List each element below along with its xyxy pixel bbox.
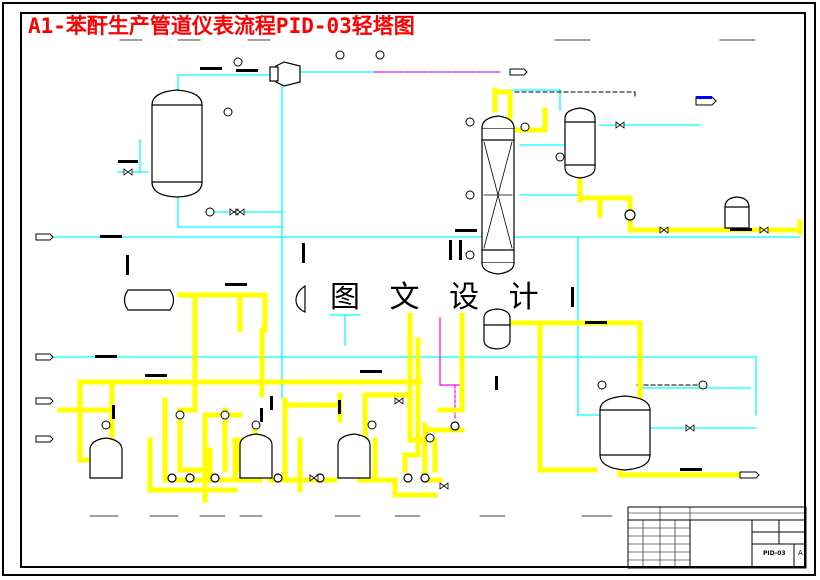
drawing-title: A1-苯酐生产管道仪表流程PID-03轻塔图	[28, 14, 415, 38]
instrument-pi-6-icon	[175, 410, 185, 420]
line-tags	[95, 67, 752, 471]
condenser-e301-icon	[564, 107, 596, 179]
pump-p306-icon	[403, 473, 413, 483]
pump-p309-icon	[450, 421, 460, 431]
title-block	[627, 506, 807, 569]
instrument-pi-7-icon	[220, 410, 230, 420]
instrument-ti-3-icon	[465, 190, 475, 200]
compressor-icon	[275, 61, 301, 87]
limit-arrow-in-3	[35, 397, 54, 405]
limit-arrow-out-1	[509, 68, 528, 76]
title-block-drawing-number: PID-03	[763, 550, 786, 557]
reactor-r301-icon	[89, 437, 123, 479]
valves	[123, 121, 769, 490]
motor-icon	[269, 66, 279, 82]
vessel-v101-icon	[151, 89, 203, 198]
equipment-shapes	[89, 61, 750, 483]
battery-limits	[35, 68, 760, 479]
pump-p307-icon	[420, 473, 430, 483]
seal-pot-icon	[295, 284, 306, 313]
instrument-ti-1-icon	[375, 50, 385, 60]
title-block-sheet: A	[798, 549, 803, 557]
pump-p302-icon	[185, 473, 195, 483]
pump-p308-icon	[624, 209, 636, 221]
limit-arrow-in-4	[35, 435, 54, 443]
drawing-frame	[20, 12, 806, 568]
watermark: 图 文 设 计	[330, 280, 549, 315]
limit-arrow-out-3	[739, 471, 760, 479]
instrument-pi-5-icon	[101, 420, 111, 430]
instrument-li-1-icon	[555, 152, 565, 162]
signal-lines	[514, 91, 701, 386]
limit-arrow-in-2	[35, 353, 54, 361]
instrument-ti-2-icon	[465, 117, 475, 127]
pump-p303-icon	[210, 473, 220, 483]
pump-p301-icon	[167, 473, 177, 483]
instrument-pi-8-icon	[251, 420, 261, 430]
dashed-lines	[374, 71, 501, 419]
instrument-pi-2-icon	[335, 50, 345, 60]
pump-p304-icon	[273, 473, 283, 483]
instrument-pi-9-icon	[367, 420, 377, 430]
limit-arrow-in-1	[35, 233, 54, 241]
instrument-ti-4-icon	[465, 250, 475, 260]
instrument-pi-4-icon	[520, 122, 530, 132]
instrument-pi-10-icon	[425, 433, 435, 443]
instrument-li-2-icon	[698, 380, 708, 390]
tank-v305-icon	[724, 196, 750, 229]
instrument-fic-1-icon	[205, 207, 215, 217]
reboiler-icon	[483, 308, 511, 350]
equipment-label-lines	[89, 39, 756, 517]
instrument-pi-1-icon	[233, 57, 243, 67]
instrument-pi-3-icon	[223, 107, 233, 117]
reactor-r302-icon	[239, 433, 273, 479]
tank-v306-icon	[599, 395, 651, 471]
drum-v102-icon	[123, 289, 175, 311]
instrument-ti-5-icon	[597, 380, 607, 390]
reactor-r303-icon	[337, 433, 371, 479]
instruments	[101, 50, 708, 443]
